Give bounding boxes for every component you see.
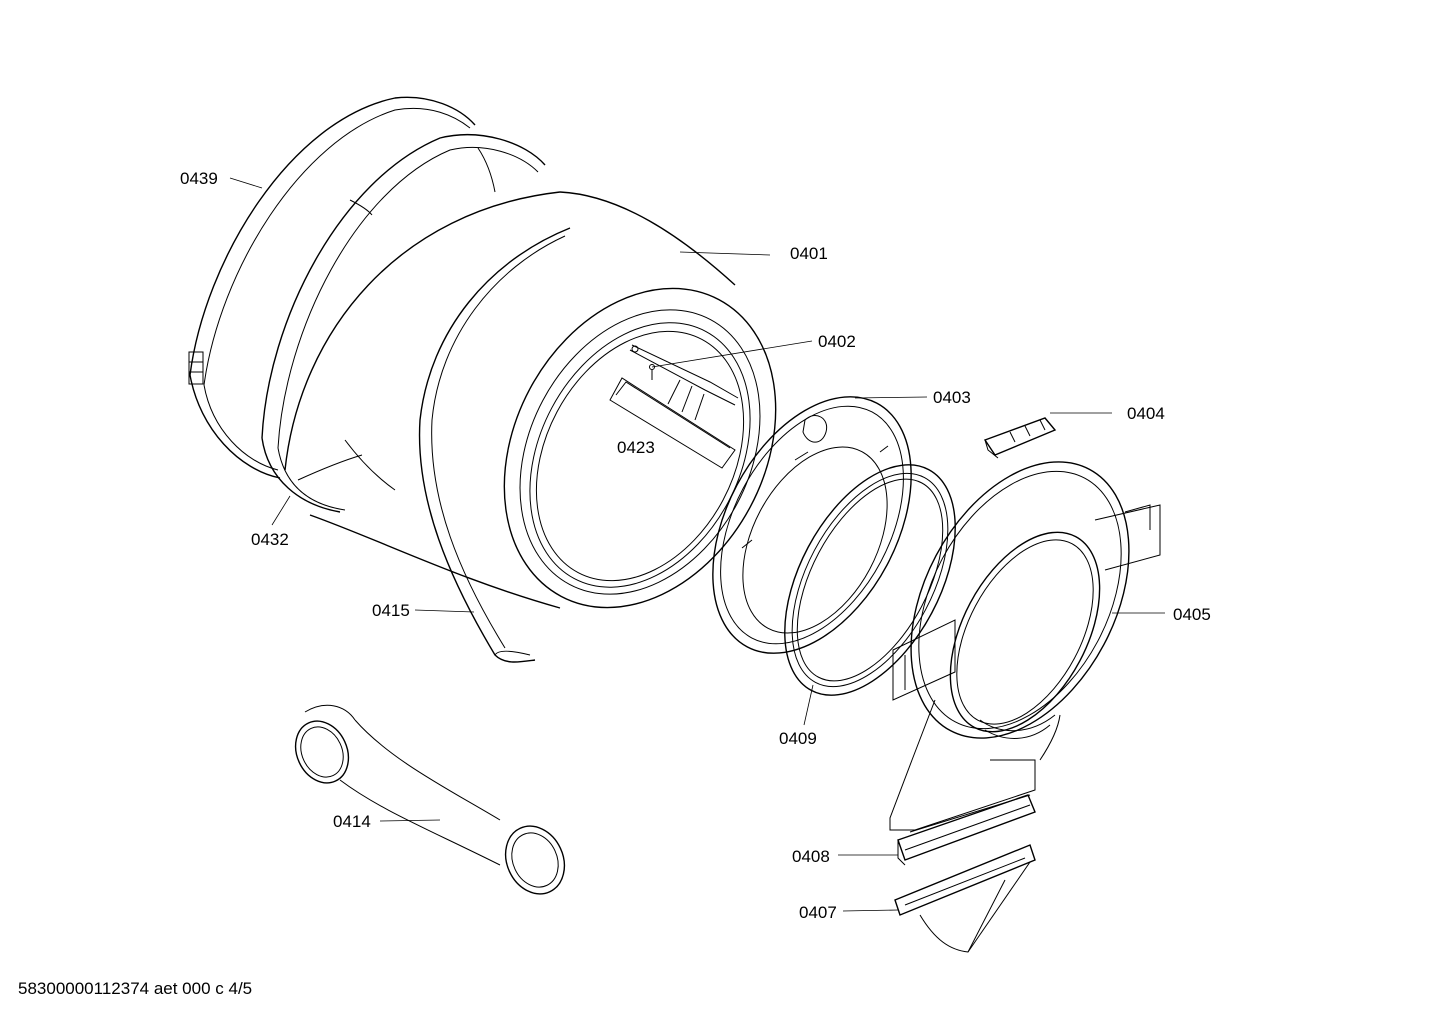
callout-0404: 0404 — [1127, 404, 1165, 423]
callout-0423: 0423 — [617, 438, 655, 457]
part-0405-front-frame — [889, 461, 1161, 833]
leader-0401 — [679, 251, 771, 256]
part-0415-belt — [418, 227, 571, 663]
leader-0432 — [271, 495, 291, 526]
callout-0402: 0402 — [818, 332, 856, 351]
leader-0402 — [651, 340, 813, 368]
callout-0415: 0415 — [372, 601, 410, 620]
callout-0439: 0439 — [180, 169, 218, 188]
document-id-footer: 58300000112374 aet 000 c 4/5 — [18, 979, 253, 998]
part-0409-seal-ring — [784, 464, 956, 696]
callout-0403: 0403 — [933, 388, 971, 407]
callout-0408: 0408 — [792, 847, 830, 866]
leader-0407 — [842, 909, 899, 912]
leader-0414 — [379, 819, 441, 822]
leader-lines — [229, 177, 1165, 912]
leader-0409 — [803, 684, 814, 726]
callout-0407: 0407 — [799, 903, 837, 922]
part-0439-rear-ring — [188, 96, 476, 479]
part-0401-drum — [284, 191, 777, 609]
leader-0415 — [414, 609, 475, 613]
part-0432-drum-seal — [261, 134, 546, 513]
callout-0432: 0432 — [251, 530, 289, 549]
part-0403-bearing-shield — [712, 396, 912, 654]
callout-0414: 0414 — [333, 812, 371, 831]
part-0407-filter-housing — [894, 844, 1036, 953]
part-0414-exhaust-hose — [294, 704, 566, 895]
leader-0439 — [229, 177, 263, 189]
callout-0401: 0401 — [790, 244, 828, 263]
part-0408-lint-filter — [897, 794, 1036, 866]
part-0404-clip — [983, 417, 1057, 459]
callout-0405: 0405 — [1173, 605, 1211, 624]
part-0402-0423-drum-lifter — [609, 344, 739, 469]
leader-0403 — [854, 396, 928, 399]
callout-0409: 0409 — [779, 729, 817, 748]
callout-labels: 0439 0401 0402 0423 0403 0404 0432 0415 … — [180, 169, 1211, 922]
